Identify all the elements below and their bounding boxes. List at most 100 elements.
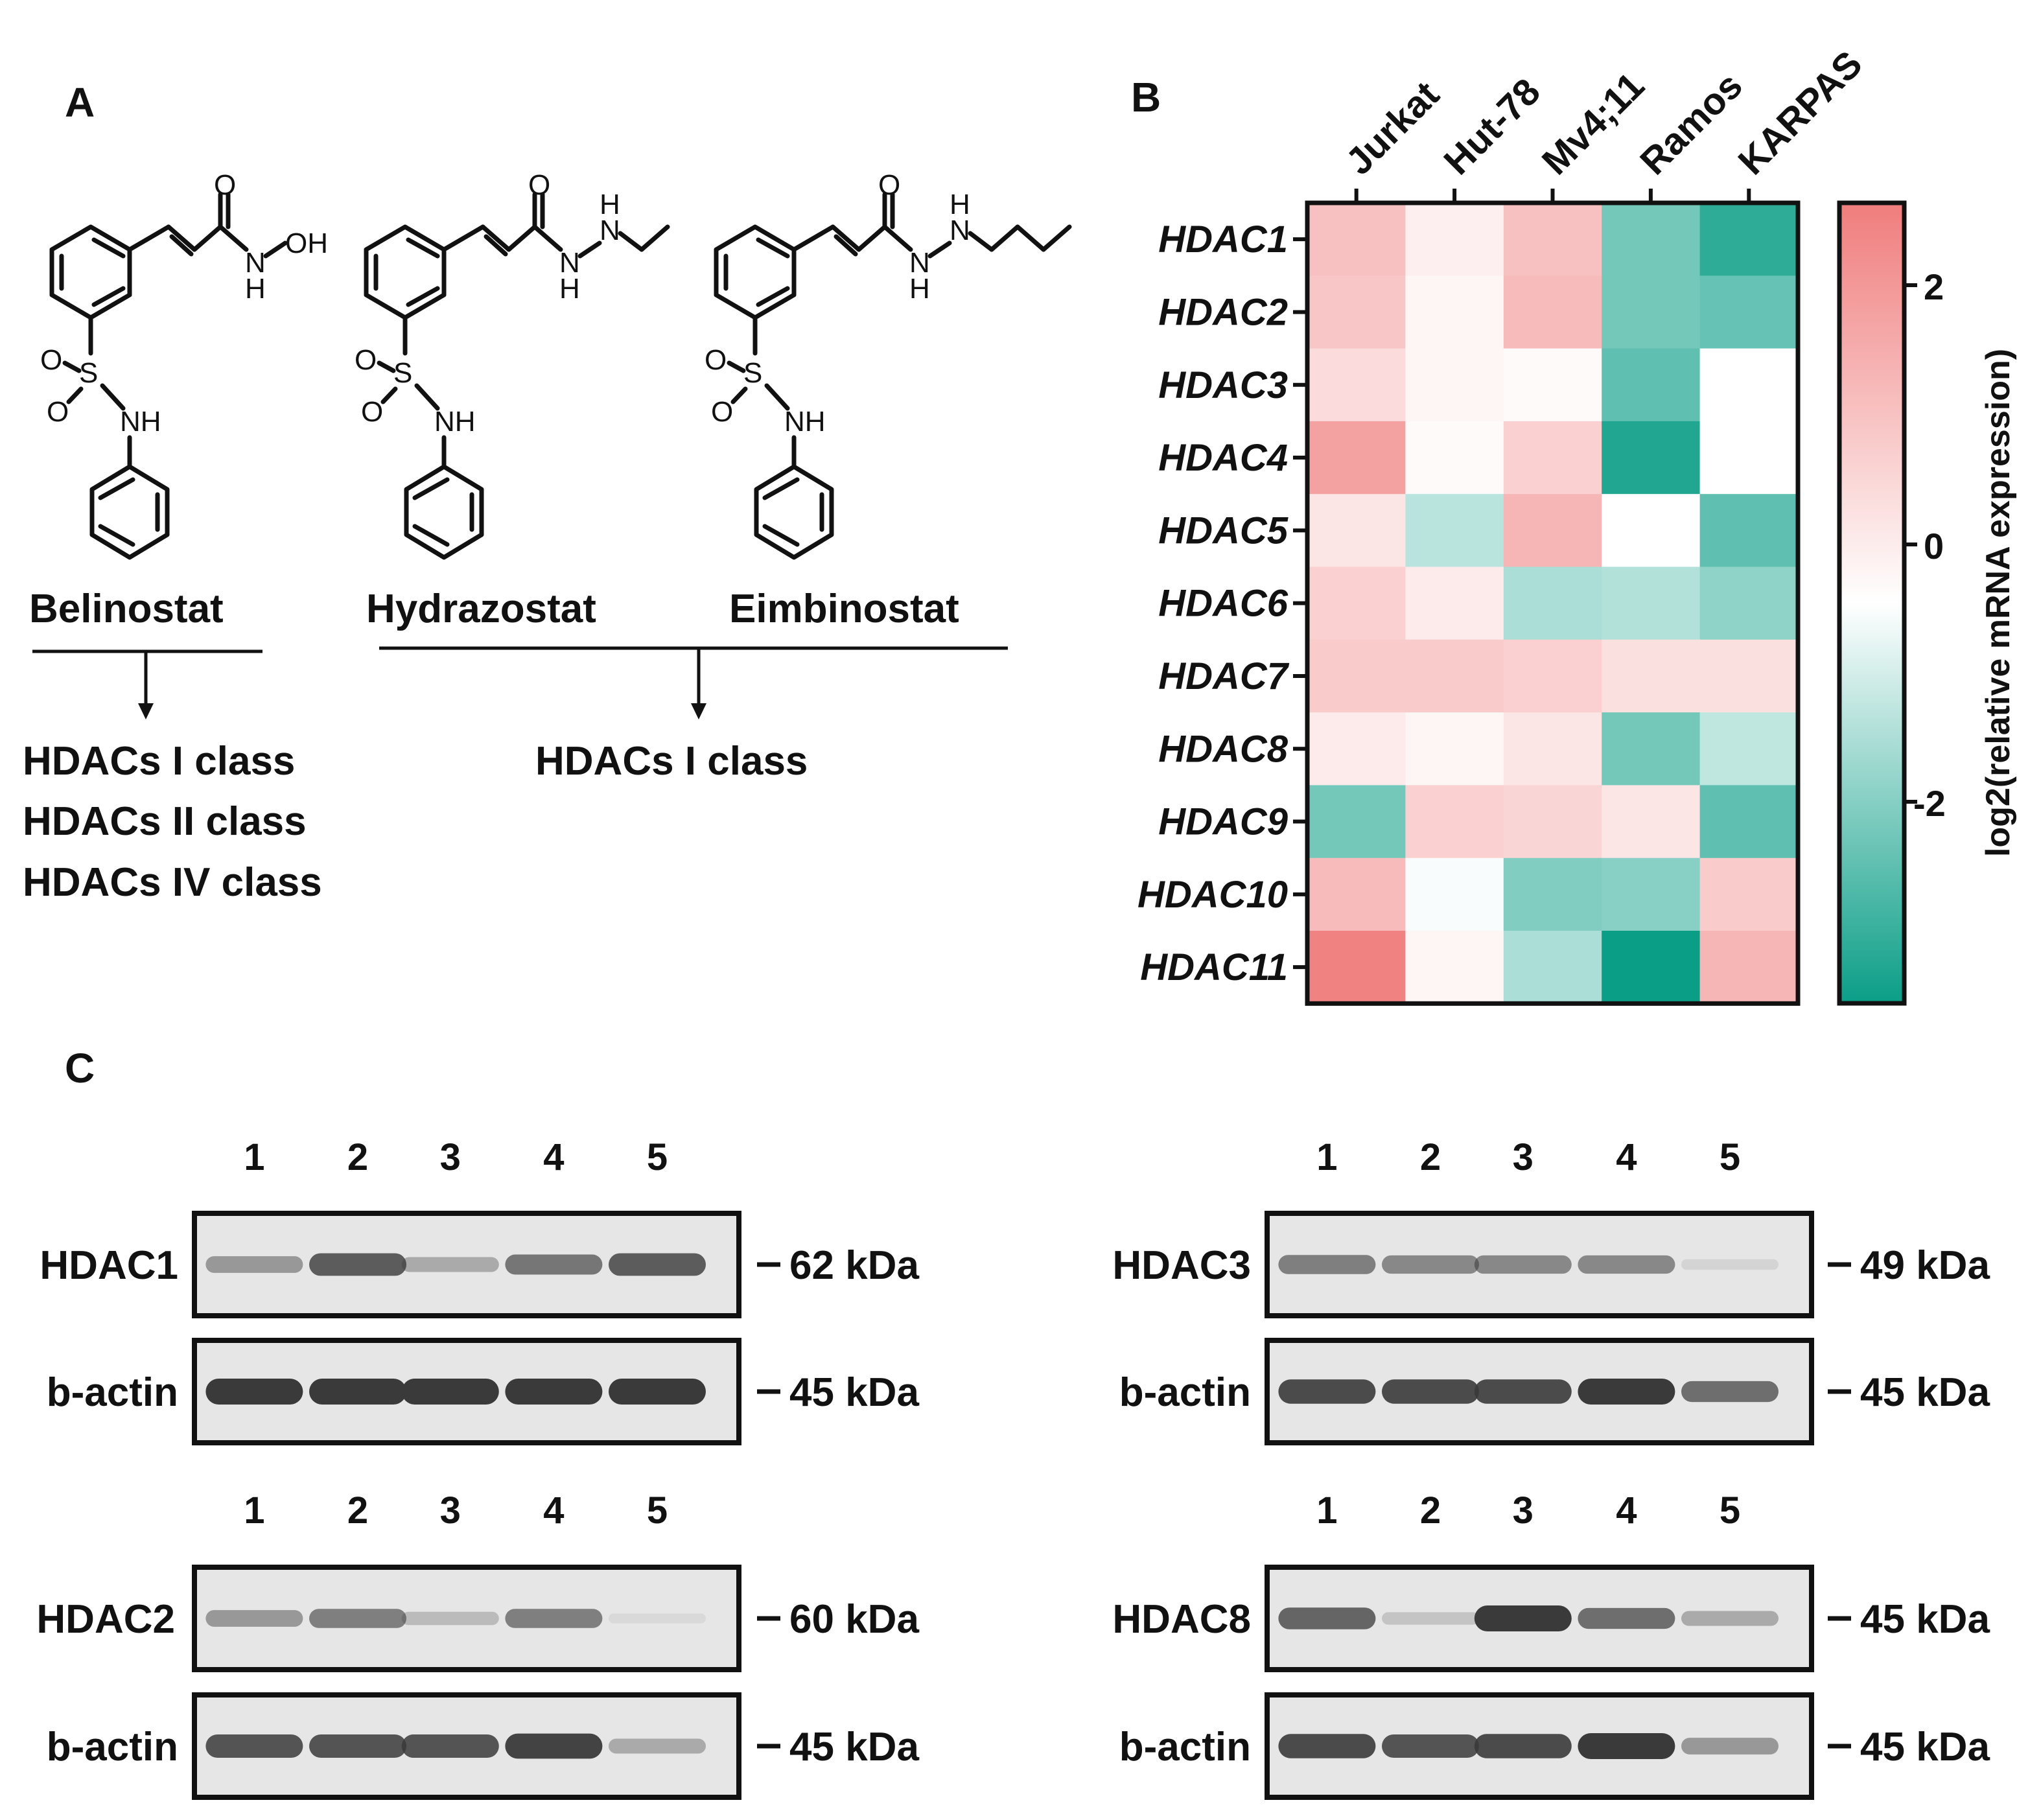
- blot-band: [609, 1379, 706, 1405]
- blot-band: [1578, 1255, 1675, 1274]
- heatmap-cell: [1503, 275, 1602, 349]
- heatmap-row-label: HDAC8: [1158, 728, 1289, 770]
- blot-b-actin-7: b-actin 45 kDa: [1119, 1692, 1990, 1800]
- heatmap-row-label: HDAC7: [1158, 655, 1290, 697]
- benzene-ring-bottom: [404, 464, 484, 560]
- heatmap-cell: [1405, 421, 1504, 495]
- blot-band: [1474, 1379, 1572, 1404]
- lane-number: 4: [543, 1489, 564, 1532]
- heatmap-cell: [1307, 785, 1406, 859]
- compound-name-hydrazostat: Hydrazostat: [366, 587, 596, 631]
- belinostat-atom-n: N: [245, 247, 266, 279]
- blot-band: [1382, 1612, 1479, 1625]
- blot-band: [309, 1379, 406, 1405]
- blot-band: [1681, 1381, 1779, 1403]
- arrow-left-head: [138, 703, 154, 719]
- kda-label: 45 kDa: [1860, 1370, 1990, 1415]
- blot-protein-label: b-actin: [1119, 1725, 1251, 1769]
- blot-band: [1681, 1738, 1779, 1755]
- heatmap-cell: [1602, 566, 1701, 640]
- panel-b-label: B: [1131, 74, 1161, 121]
- heatmap-row-label: HDAC11: [1140, 946, 1288, 988]
- blot-band: [205, 1379, 303, 1405]
- eimbinostat-atom-n2: N: [950, 215, 970, 246]
- eimbinostat-atom-n1: N: [909, 247, 930, 279]
- blot-band: [205, 1610, 303, 1627]
- colorbar-tick-label-0: 0: [1924, 526, 1944, 566]
- blot-band: [1578, 1607, 1675, 1629]
- lane-number: 5: [647, 1489, 668, 1532]
- blot-band: [505, 1254, 603, 1275]
- heatmap-cell: [1699, 566, 1799, 640]
- blot-band: [505, 1609, 603, 1628]
- heatmap-cell: [1307, 421, 1406, 495]
- heatmap-cell: [1405, 639, 1504, 713]
- hydrazostat-atom-h2: H: [600, 189, 620, 220]
- blot-protein-label: b-actin: [1119, 1370, 1251, 1415]
- eimbinostat-atom-h1: H: [909, 273, 930, 305]
- heatmap-cell: [1503, 494, 1602, 568]
- blot-band: [1681, 1259, 1779, 1270]
- heatmap-cell: [1503, 348, 1602, 422]
- panel-a-label: A: [65, 79, 95, 126]
- heatmap-cell: [1307, 712, 1406, 786]
- heatmap-row-label: HDAC10: [1137, 874, 1288, 916]
- sulfonamide-s: S: [393, 357, 412, 389]
- hydrazostat-atom-n2: N: [600, 215, 620, 246]
- kda-label: 45 kDa: [1860, 1597, 1990, 1642]
- heatmap-cell: [1699, 275, 1799, 349]
- blot-protein-label: b-actin: [47, 1370, 178, 1415]
- sulfonamide-o2: O: [711, 396, 733, 428]
- colorbar-tick-label-neg2: -2: [1913, 783, 1946, 824]
- heatmap-cell: [1503, 566, 1602, 640]
- heatmap-cell: [1503, 785, 1602, 859]
- sulfonamide-o1: O: [355, 344, 377, 376]
- heatmap-cell: [1699, 348, 1799, 422]
- lane-number: 2: [1420, 1489, 1441, 1532]
- blot-band: [505, 1379, 603, 1405]
- heatmap-cell: [1405, 203, 1504, 276]
- heatmap-cell: [1602, 348, 1701, 422]
- heatmap-cell: [1405, 566, 1504, 640]
- lane-number: 1: [244, 1136, 264, 1178]
- blot-band: [309, 1253, 406, 1276]
- arrow-right-head: [691, 703, 706, 719]
- sulfonamide-o1: O: [705, 344, 727, 376]
- kda-label: 45 kDa: [789, 1370, 919, 1415]
- hydrazostat-atom-h1: H: [559, 273, 580, 305]
- kda-label: 45 kDa: [1860, 1725, 1990, 1769]
- heatmap-cell: [1503, 858, 1602, 931]
- heatmap-cell: [1307, 931, 1406, 1004]
- heatmap: HDAC1HDAC2HDAC3HDAC4HDAC5HDAC6HDAC7HDAC8…: [1137, 43, 1871, 1006]
- blot-protein-label: HDAC2: [36, 1597, 175, 1642]
- hydrazostat-atom-o: O: [528, 169, 550, 201]
- heatmap-cell: [1699, 203, 1799, 276]
- heatmap-column-label: Mv4;11: [1534, 64, 1653, 183]
- heatmap-row-label: HDAC6: [1158, 583, 1289, 625]
- heatmap-cell: [1405, 785, 1504, 859]
- heatmap-cell: [1503, 639, 1602, 713]
- panel-a: A O N H OH S O O NH: [23, 79, 1072, 905]
- blot-band: [1278, 1734, 1376, 1758]
- sulfonamide-nh: NH: [120, 406, 161, 438]
- heatmap-cell: [1699, 712, 1799, 786]
- sulfonamide-o2: O: [47, 396, 69, 428]
- blot-b-actin-1: b-actin 45 kDa: [47, 1338, 919, 1445]
- heatmap-cell: [1503, 931, 1602, 1004]
- blot-band: [609, 1613, 706, 1624]
- heatmap-cell: [1405, 494, 1504, 568]
- hydrazostat-atom-n1: N: [559, 247, 580, 279]
- lane-number: 5: [1720, 1136, 1740, 1178]
- kda-label: 49 kDa: [1860, 1243, 1990, 1288]
- blot-band: [309, 1734, 406, 1758]
- heatmap-cell: [1699, 858, 1799, 931]
- blot-protein-label: HDAC3: [1112, 1243, 1251, 1288]
- heatmap-cell: [1307, 203, 1406, 276]
- heatmap-cell: [1405, 348, 1504, 422]
- lane-number: 3: [1513, 1136, 1534, 1178]
- blot-band: [1474, 1605, 1572, 1631]
- heatmap-cell: [1602, 421, 1701, 495]
